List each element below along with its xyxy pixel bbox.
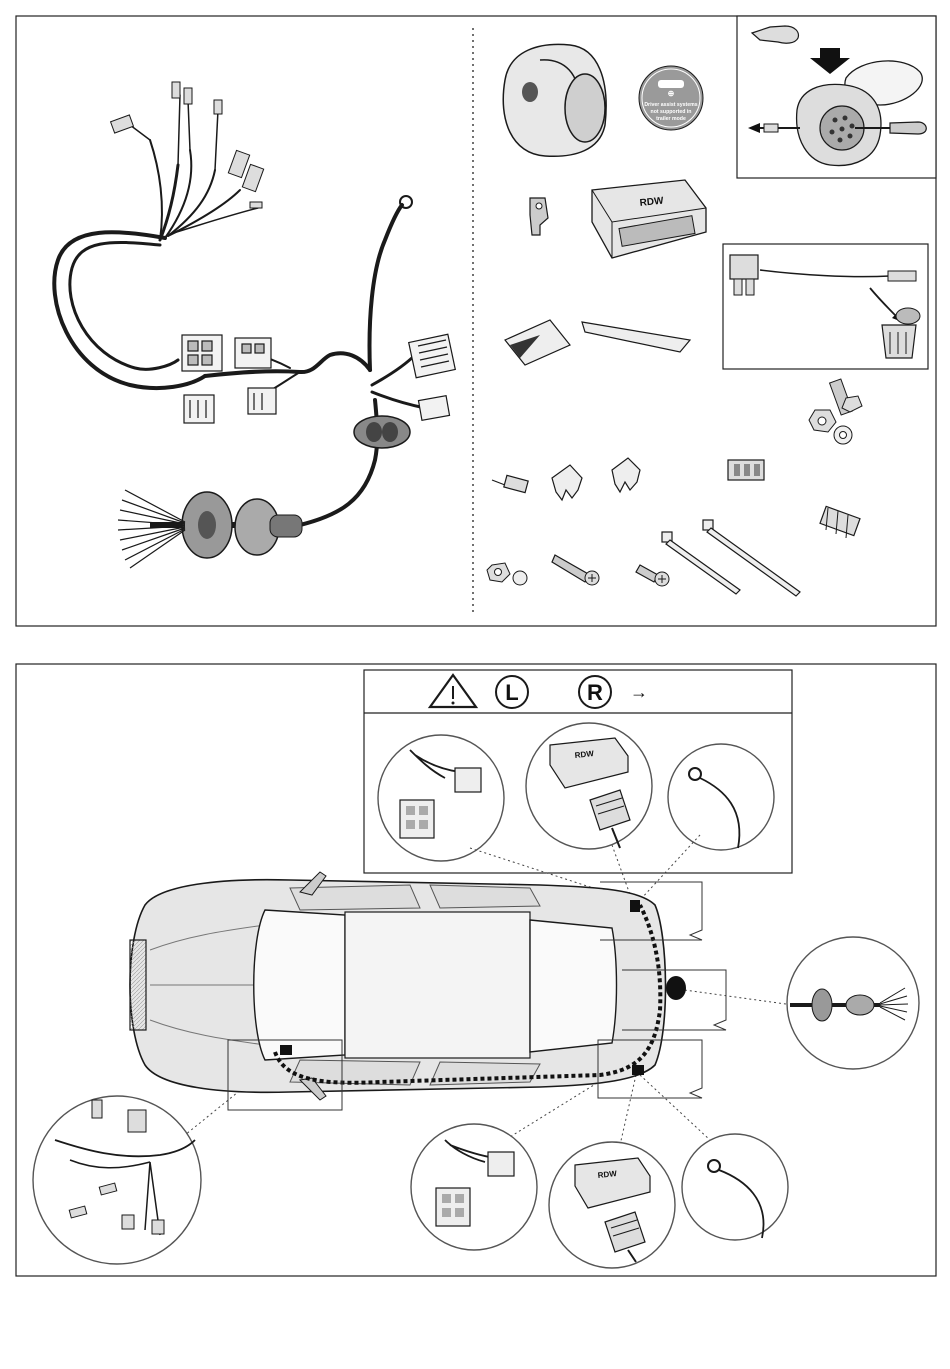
spade-terminals	[111, 82, 264, 208]
right-arrow-icon: →	[630, 682, 648, 702]
cable-ties	[662, 520, 800, 596]
svg-text:L: L	[505, 680, 518, 705]
screwdriver-icon	[890, 122, 926, 134]
wire-connectors	[492, 475, 528, 492]
sticker-line-2: not supported in	[651, 109, 692, 115]
detail-ground-circle	[682, 1134, 788, 1240]
kit-contents-panel: ⊕ Driver assist systems not supported in…	[16, 16, 936, 626]
relay-connector	[728, 460, 764, 480]
blade-fuse	[612, 458, 640, 492]
roof	[345, 912, 530, 1058]
installation-panel: L R → RDW	[16, 664, 936, 1276]
left-side-badge: L	[496, 676, 528, 708]
fuse-inset-box	[723, 244, 928, 369]
car-top-view	[130, 872, 666, 1100]
detail-fuse-circle	[33, 1096, 201, 1264]
blade-fuse	[552, 465, 582, 500]
detail-connector-circle	[378, 735, 504, 861]
detail-module-circle: RDW	[549, 1142, 675, 1268]
bolt-nut-washer	[809, 379, 862, 444]
module-location-lower	[632, 1065, 644, 1075]
harness-grommet	[354, 416, 410, 448]
detail-connector-circle	[411, 1124, 537, 1250]
loose-wire-ends	[118, 490, 185, 568]
windshield	[254, 910, 345, 1060]
self-tapping-screw	[552, 555, 599, 585]
adhesive-pads	[505, 320, 690, 365]
detail-ground-circle	[668, 744, 774, 850]
terminal-strip	[820, 506, 860, 538]
control-module: RDW	[592, 180, 706, 258]
trailer-socket-13pin	[503, 44, 606, 156]
module-location-upper	[630, 900, 640, 912]
trailer-socket-cable	[118, 490, 302, 568]
ground-ring-terminal	[400, 196, 412, 208]
short-screw	[636, 565, 669, 586]
side-specific-callout: L R → RDW	[364, 670, 792, 873]
sticker-line-3: trailer mode	[656, 116, 686, 122]
driver-assist-sticker: ⊕ Driver assist systems not supported in…	[639, 66, 703, 130]
fuse-box-marker	[280, 1045, 292, 1055]
socket-inset-box	[737, 16, 936, 178]
small-nut-washer	[487, 563, 527, 585]
right-side-badge: R	[579, 676, 611, 708]
svg-text:⊕: ⊕	[668, 89, 675, 98]
trailer-socket-marker	[666, 976, 686, 1000]
sticker-line-1: Driver assist systems	[644, 102, 697, 108]
detail-module-circle: RDW	[526, 723, 652, 849]
svg-text:R: R	[587, 680, 603, 705]
detail-socket-circle	[787, 937, 919, 1069]
front-grille	[130, 940, 146, 1030]
car-trailer-icon	[658, 80, 684, 88]
